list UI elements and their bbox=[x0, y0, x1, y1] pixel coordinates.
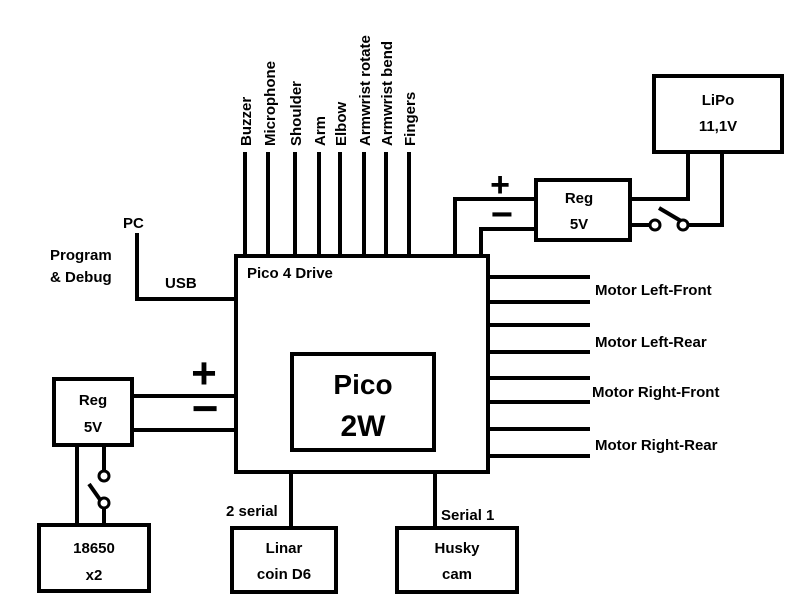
reg-left-voltage-label: 5V bbox=[84, 419, 102, 436]
husky-port-label: Serial 1 bbox=[441, 507, 494, 524]
husky-cam-label: cam bbox=[442, 566, 472, 583]
linar-label: Linar bbox=[266, 540, 303, 557]
debug-label: & Debug bbox=[50, 269, 112, 286]
lipo-label: LiPo bbox=[702, 92, 735, 109]
lipo-voltage-label: 11,1V bbox=[699, 118, 737, 135]
husky-box bbox=[395, 526, 519, 594]
pin-label-shoulder: Shoulder bbox=[288, 81, 305, 146]
pc-label: PC bbox=[123, 215, 144, 232]
reg-top-box bbox=[534, 178, 632, 242]
battery-label: 18650 bbox=[73, 540, 115, 557]
motor-right-front-label: Motor Right-Front bbox=[592, 384, 719, 401]
linar-box bbox=[230, 526, 338, 594]
pin-label-fingers: Fingers bbox=[402, 92, 419, 146]
reg-left-label: Reg bbox=[79, 392, 107, 409]
pin-label-armwrist-rotate: Armwrist rotate bbox=[357, 35, 374, 146]
motor-left-front-label: Motor Left-Front bbox=[595, 282, 712, 299]
pin-label-microphone: Microphone bbox=[262, 61, 279, 146]
lipo-to-switch-wire bbox=[688, 152, 724, 227]
usb-line bbox=[135, 233, 236, 301]
pin-label-armwrist-bend: Armwrist bend bbox=[379, 41, 396, 146]
reg-top-positive-wire bbox=[453, 197, 536, 256]
linar-port-label: 2 serial bbox=[226, 503, 278, 520]
left-switch-contact-top bbox=[97, 469, 111, 483]
motor-left-rear-label: Motor Left-Rear bbox=[595, 334, 707, 351]
program-label: Program bbox=[50, 247, 112, 264]
reg-top-voltage-label: 5V bbox=[570, 216, 588, 233]
top-pin-lines bbox=[243, 152, 411, 256]
pin-label-elbow: Elbow bbox=[333, 102, 350, 146]
usb-label: USB bbox=[165, 275, 197, 292]
top-switch-contact-right bbox=[676, 218, 690, 232]
battery-box bbox=[37, 523, 151, 593]
pico-4-drive-label: Pico 4 Drive bbox=[247, 265, 333, 282]
pin-label-buzzer: Buzzer bbox=[238, 97, 255, 146]
top-switch-contact-left bbox=[648, 218, 662, 232]
left-minus-symbol: − bbox=[192, 382, 219, 434]
pico-label: Pico bbox=[333, 369, 392, 400]
left-plus-symbol: + bbox=[191, 349, 217, 398]
reg-top-label: Reg bbox=[565, 190, 593, 207]
top-plus-symbol: + bbox=[490, 166, 510, 204]
motor-right-rear-label: Motor Right-Rear bbox=[595, 437, 718, 454]
lipo-to-reg-positive bbox=[630, 152, 690, 201]
husky-label: Husky bbox=[434, 540, 480, 557]
top-minus-symbol: − bbox=[491, 194, 513, 236]
lipo-box bbox=[652, 74, 784, 154]
top-switch-lever bbox=[657, 206, 683, 223]
pico-2w-box bbox=[290, 352, 436, 452]
motor-output-lines bbox=[488, 275, 590, 458]
pin-label-arm: Arm bbox=[312, 116, 329, 146]
reg-left-box bbox=[52, 377, 134, 447]
left-switch-lever bbox=[87, 482, 103, 503]
reg-top-negative-wire bbox=[479, 227, 536, 256]
battery-count-label: x2 bbox=[86, 567, 103, 584]
linar-model-label: coin D6 bbox=[257, 566, 311, 583]
pico-2w-label: 2W bbox=[341, 410, 387, 443]
